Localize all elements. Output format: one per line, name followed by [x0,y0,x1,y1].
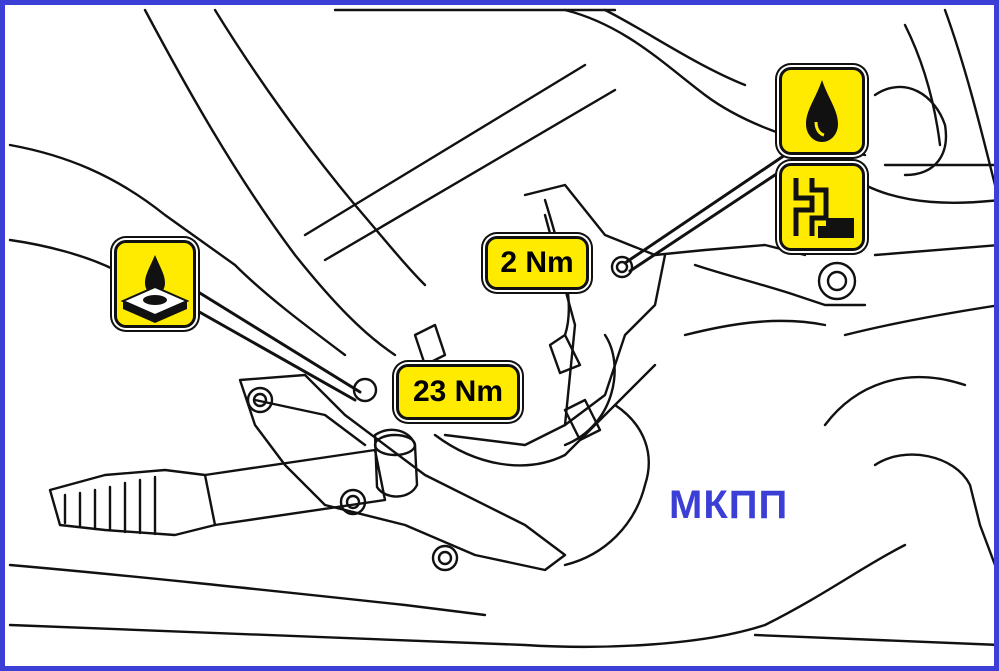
torque-label-upper: 2 Nm [485,236,589,290]
diagram-caption: МКПП [669,483,789,527]
transmission-line-drawing [8,8,994,648]
torque-label-lower: 23 Nm [396,364,520,420]
grease-point-icon [114,240,196,328]
oil-drop-icon [779,67,865,155]
fluid-line-icon [779,163,865,251]
